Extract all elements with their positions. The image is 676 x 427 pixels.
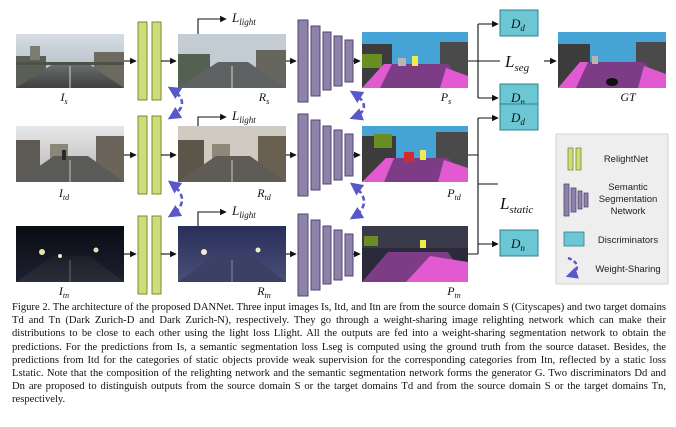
legend-segnet-line1: Semantic: [608, 182, 648, 193]
discriminator-d-row2: Dd: [499, 103, 539, 131]
relit-label-target-night: Rtn: [256, 284, 271, 300]
light-loss-arrow-2: [197, 113, 227, 126]
legend-relightnet: RelightNet: [604, 154, 649, 165]
prediction-label-target-night: Ptn: [446, 284, 461, 300]
discriminator-n-row3: Dn: [499, 229, 539, 257]
legend-segnet-icon: [563, 183, 589, 217]
relightnet-row1: [137, 21, 162, 101]
light-loss-arrow-1: [197, 15, 227, 34]
input-image-source: [16, 34, 124, 88]
light-loss-label-3: Llight: [231, 203, 256, 220]
light-loss-arrow-3: [197, 208, 227, 226]
legend-weight-sharing-icon: [565, 256, 580, 279]
light-loss-label-1: Llight: [231, 10, 256, 27]
seg-loss-label: Lseg: [504, 52, 530, 74]
input-label-target-night: Itn: [58, 284, 69, 300]
segnet-row1: [297, 19, 354, 103]
prediction-target-night: [362, 226, 468, 282]
relightnet-row3: [137, 215, 162, 295]
legend: RelightNet Semantic Segmentation Network…: [555, 133, 669, 285]
input-label-target-day: Itd: [58, 186, 70, 202]
prediction-label-source: Ps: [440, 90, 451, 106]
relit-label-source: Rs: [258, 90, 269, 106]
legend-segnet-line2: Segmentation: [599, 194, 658, 205]
input-image-target-day: [16, 126, 124, 182]
discriminator-d-row1: Dd: [499, 9, 539, 37]
static-loss-label: Lstatic: [499, 194, 533, 216]
legend-weight-sharing: Weight-Sharing: [595, 264, 660, 275]
input-label-source: Is: [59, 90, 67, 106]
relit-image-target-day: [178, 126, 286, 182]
legend-discriminator-icon: [563, 231, 585, 247]
segnet-row3: [297, 213, 354, 297]
relit-image-target-night: [178, 226, 286, 282]
gt-label: GT: [620, 90, 637, 104]
row-target-day: Itd Rtd Llight: [16, 103, 539, 202]
weight-sharing-arrows: [167, 86, 366, 220]
segnet-row2: [297, 113, 354, 197]
input-image-target-night: [16, 226, 124, 282]
relit-label-target-day: Rtd: [256, 186, 272, 202]
legend-discriminators: Discriminators: [598, 235, 658, 246]
prediction-label-target-day: Ptd: [446, 186, 462, 202]
relit-image-source: [178, 34, 286, 88]
row-source: Is Rs Llight: [16, 9, 666, 111]
figure-caption: Figure 2. The architecture of the propos…: [12, 301, 666, 407]
light-loss-label-2: Llight: [231, 108, 256, 125]
branch-row1: [468, 24, 479, 98]
legend-relightnet-icon: [567, 147, 582, 171]
row-target-night: Itn Rtn Llight: [16, 203, 539, 300]
legend-segnet-line3: Network: [611, 206, 646, 217]
architecture-diagram: Is Rs Llight: [16, 9, 669, 300]
ground-truth-image: [558, 32, 666, 88]
prediction-source: [362, 32, 468, 88]
caption-text: Figure 2. The architecture of the propos…: [12, 302, 666, 406]
relightnet-row2: [137, 115, 162, 195]
prediction-target-day: [362, 126, 468, 182]
